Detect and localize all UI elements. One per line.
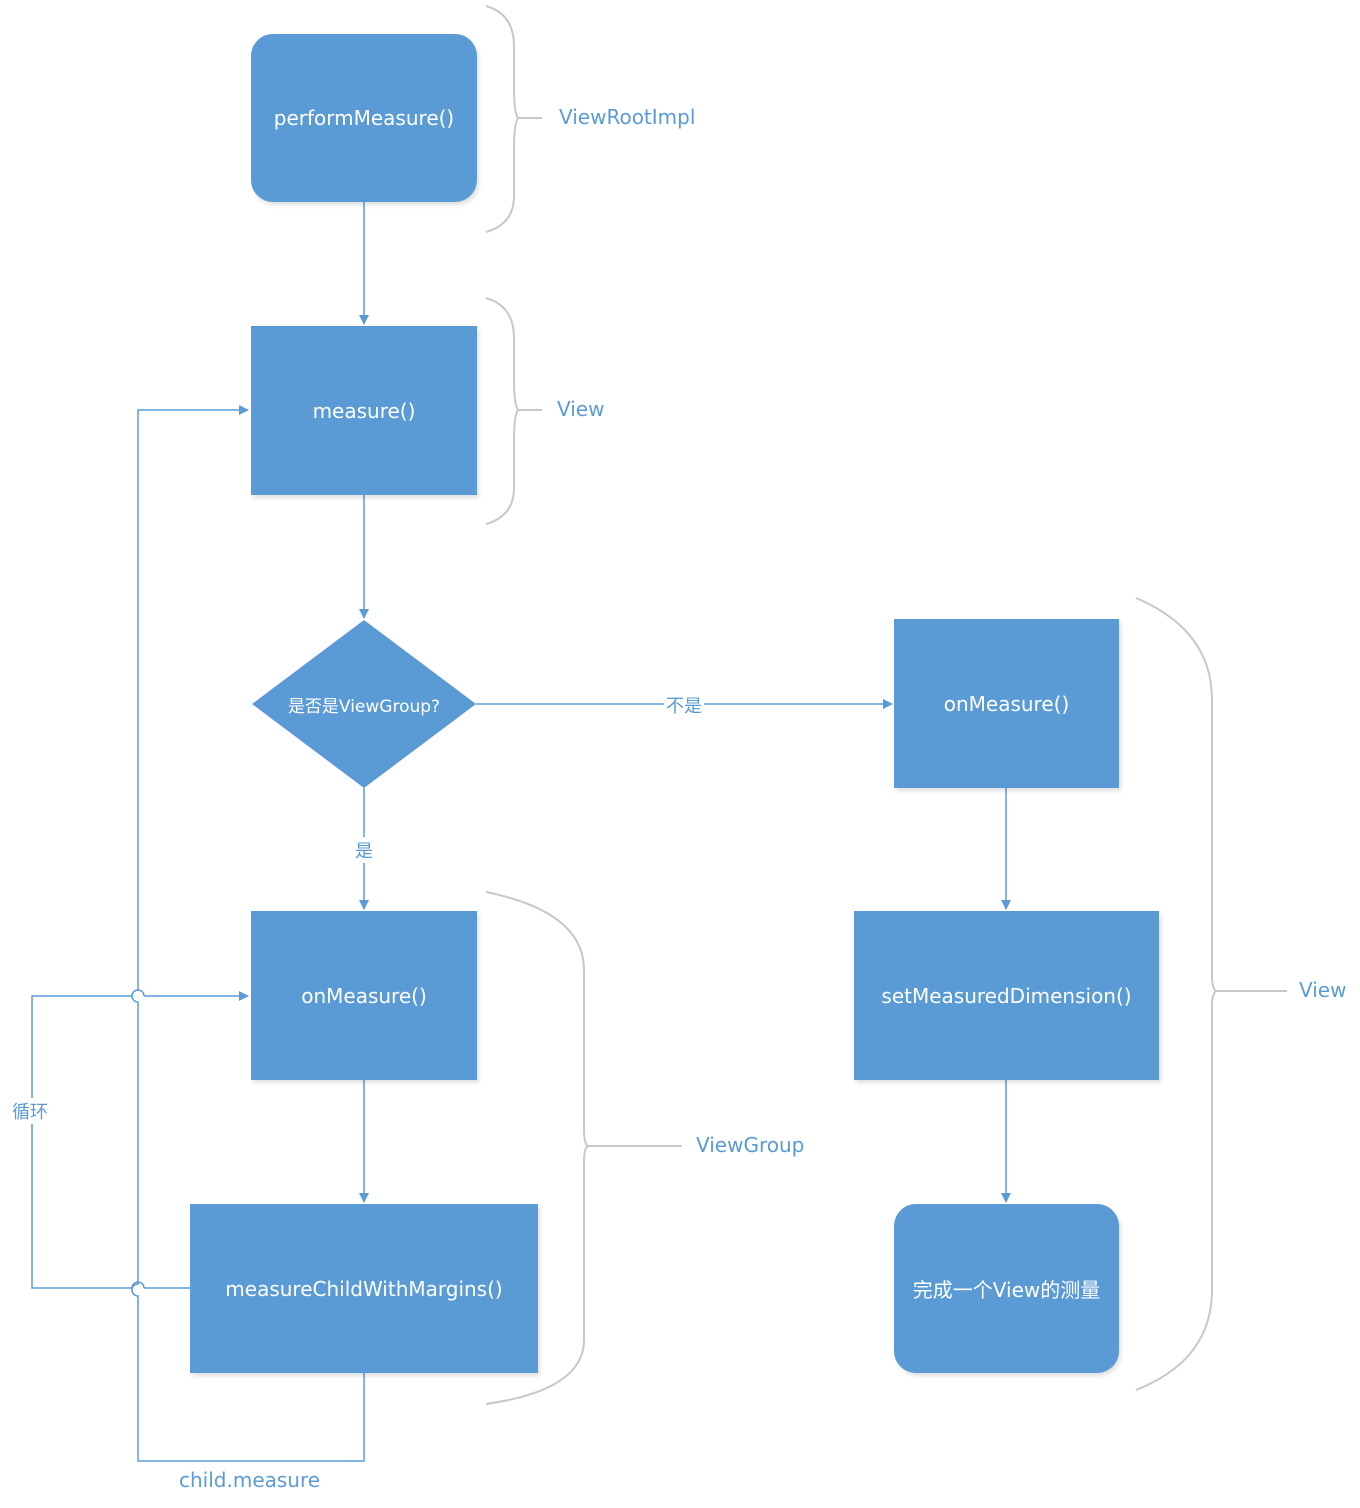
bracket-view-right (1135, 597, 1218, 1391)
measure-child-node: measureChildWithMargins() (190, 1204, 538, 1373)
perform-measure-node: performMeasure() (251, 34, 477, 202)
edge-label-no: 不是 (664, 692, 704, 718)
decision-diamond (252, 620, 476, 788)
bracket-label-view-right: View (1299, 978, 1347, 1002)
bracket-label-viewrootimpl: ViewRootImpl (559, 105, 696, 129)
bracket-viewrootimpl (485, 5, 520, 233)
measure-child-label: measureChildWithMargins() (225, 1276, 503, 1301)
set-measured-dimension-node: setMeasuredDimension() (854, 911, 1159, 1080)
set-measured-dimension-label: setMeasuredDimension() (881, 983, 1132, 1008)
arrow-loop-to-onmeasure (31, 996, 248, 1289)
measure-label: measure() (312, 398, 416, 423)
measure-node: measure() (251, 326, 477, 495)
viewgroup-onmeasure-label: onMeasure() (301, 983, 427, 1008)
edge-label-loop: 循环 (10, 1098, 50, 1124)
bracket-label-view-top: View (557, 397, 605, 421)
perform-measure-label: performMeasure() (273, 106, 455, 130)
bracket-view-top (485, 297, 520, 525)
finish-node: 完成一个View的测量 (894, 1204, 1119, 1373)
bracket-label-viewgroup: ViewGroup (696, 1133, 805, 1157)
loop-hop-2 (131, 989, 145, 997)
edge-label-child-measure: child.measure (179, 1468, 321, 1492)
decision-label: 是否是ViewGroup? (287, 696, 441, 717)
bracket-viewgroup (485, 891, 591, 1405)
view-onmeasure-label: onMeasure() (943, 691, 1070, 716)
viewgroup-onmeasure-node: onMeasure() (251, 911, 477, 1080)
view-onmeasure-node: onMeasure() (894, 619, 1119, 788)
edge-label-yes: 是 (353, 837, 375, 863)
loop-hop-1 (131, 1281, 145, 1289)
finish-label: 完成一个View的测量 (912, 1278, 1101, 1302)
